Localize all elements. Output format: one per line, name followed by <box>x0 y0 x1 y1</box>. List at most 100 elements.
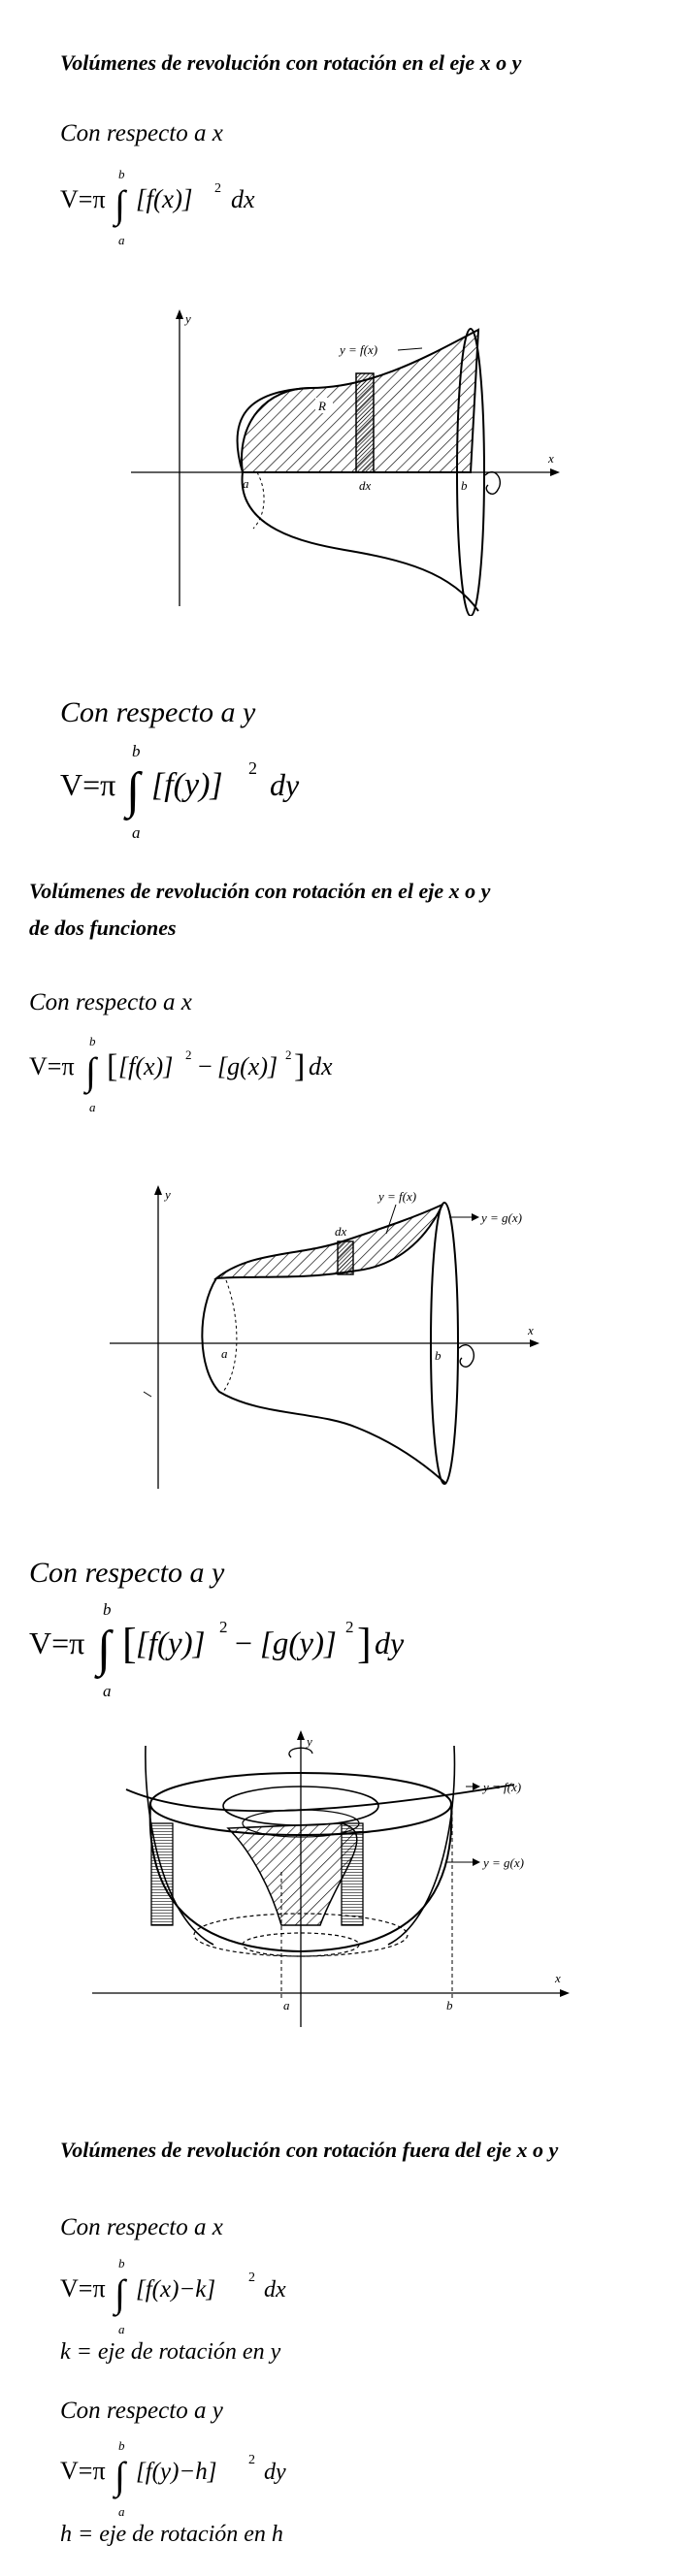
svg-text:2: 2 <box>248 2453 255 2467</box>
fx-label: y = f(x) <box>481 1780 521 1794</box>
formula-2-y: V=π ∫ b a [ [f(y)] 2 − [g(y)] 2 ] dy <box>29 1600 405 1700</box>
end-ellipse <box>430 1202 459 1485</box>
svg-text:a: a <box>89 1100 96 1114</box>
svg-text:V=π: V=π <box>60 2274 106 2302</box>
svg-text:[g(y)]: [g(y)] <box>260 1626 337 1661</box>
region-label: R <box>317 399 326 413</box>
dx-label: dx <box>335 1224 347 1239</box>
y-axis-arrow-icon <box>154 1185 162 1195</box>
x-axis-arrow-icon <box>550 468 560 476</box>
svg-text:dy: dy <box>375 1626 405 1660</box>
svg-text:[f(x)−k]: [f(x)−k] <box>136 2276 215 2302</box>
gx-label: y = g(x) <box>481 1855 524 1870</box>
solid-lower-outline <box>241 471 479 612</box>
svg-text:[f(x)]: [f(x)] <box>118 1052 173 1080</box>
svg-text:2: 2 <box>219 1618 228 1636</box>
svg-text:a: a <box>103 1682 112 1700</box>
svg-text:b: b <box>132 742 141 760</box>
fx-curve <box>125 1784 515 1813</box>
gx-label: y = g(x) <box>479 1210 522 1225</box>
rotation-arrow-icon <box>484 471 502 495</box>
svg-text:dy: dy <box>270 767 300 802</box>
b-label: b <box>435 1348 442 1363</box>
y-axis-arrow-icon <box>297 1730 305 1740</box>
svg-text:∫: ∫ <box>112 2454 128 2499</box>
svg-text:b: b <box>118 167 125 181</box>
svg-text:[f(y)]: [f(y)] <box>151 767 223 803</box>
svg-text:[: [ <box>122 1620 137 1667</box>
svg-text:b: b <box>89 1034 96 1048</box>
svg-text:2: 2 <box>345 1618 354 1636</box>
figure-3-rotation-y: y x y = f(x) y = g(x) a b <box>87 1726 582 2032</box>
svg-text:b: b <box>118 2256 125 2270</box>
svg-text:V=π: V=π <box>60 185 106 213</box>
formula-3-y: V=π ∫ b a [f(y)−h] 2 dy <box>60 2438 286 2519</box>
formula-1-y: V=π ∫ b a [f(y)] 2 dy <box>60 742 300 842</box>
formula-3-x: V=π ∫ b a [f(x)−k] 2 dx <box>60 2256 286 2336</box>
svg-text:∫: ∫ <box>82 1049 99 1095</box>
rotation-arrow-icon <box>458 1344 475 1368</box>
formula-2-x: V=π ∫ b a [ [f(x)] 2 − [g(x)] 2 ] dx <box>29 1034 333 1114</box>
svg-text:V=π: V=π <box>29 1052 75 1080</box>
svg-text:−: − <box>198 1052 213 1080</box>
svg-text:a: a <box>118 2322 125 2336</box>
svg-text:b: b <box>118 2438 125 2453</box>
section3-note-x: k = eje de rotación en y <box>60 2339 281 2365</box>
svg-text:V=π: V=π <box>60 2457 106 2485</box>
fx-label: y = f(x) <box>376 1189 416 1204</box>
section1-subtitle-y: Con respecto a y <box>60 696 256 728</box>
svg-text:]: ] <box>357 1620 372 1667</box>
b-label: b <box>446 1998 453 2012</box>
svg-text:2: 2 <box>248 2270 255 2285</box>
x-axis-label: x <box>527 1323 534 1337</box>
section2-heading-line2: de dos funciones <box>29 916 177 940</box>
svg-text:[g(x)]: [g(x)] <box>217 1052 278 1080</box>
svg-text:∫: ∫ <box>123 763 143 821</box>
svg-text:dy: dy <box>264 2460 286 2485</box>
svg-text:a: a <box>132 823 141 842</box>
dx-label: dx <box>359 478 372 493</box>
svg-text:∫: ∫ <box>94 1622 114 1679</box>
dx-strip <box>355 372 375 473</box>
section3-heading: Volúmenes de revolución con rotación fue… <box>60 2138 559 2162</box>
y-axis-label: y <box>163 1187 171 1202</box>
section3-subtitle-y: Con respecto a y <box>60 2398 223 2424</box>
x-axis-arrow-icon <box>560 1989 570 1997</box>
svg-text:b: b <box>103 1600 112 1619</box>
hatched-region <box>226 1822 358 1926</box>
y-axis-label: y <box>183 311 191 326</box>
svg-text:[f(y)]: [f(y)] <box>136 1626 205 1661</box>
svg-text:[: [ <box>107 1048 117 1084</box>
section1-subtitle-x: Con respecto a x <box>60 120 223 146</box>
svg-text:2: 2 <box>285 1047 292 1062</box>
dx-strip <box>337 1240 354 1275</box>
svg-text:dx: dx <box>231 185 255 213</box>
region-between-curves <box>213 1202 445 1280</box>
figure-2-two-functions: y x y = g(x) y = f(x) dx a b <box>105 1174 551 1494</box>
svg-text:dx: dx <box>264 2277 286 2302</box>
a-label: a <box>243 476 249 491</box>
svg-text:V=π: V=π <box>29 1626 84 1660</box>
y-axis-label: y <box>305 1734 312 1749</box>
x-axis-label: x <box>554 1971 561 1985</box>
svg-text:[f(y)−h]: [f(y)−h] <box>136 2459 217 2485</box>
section2-heading-line1: Volúmenes de revolución con rotación en … <box>29 879 491 903</box>
y-axis-arrow-icon <box>176 309 183 319</box>
b-label: b <box>461 478 468 493</box>
figure-1-solid-of-revolution: y x R y = f(x) a dx b <box>121 296 568 616</box>
svg-text:a: a <box>118 2504 125 2519</box>
solid-outline <box>201 1277 447 1485</box>
section2-subtitle-x: Con respecto a x <box>29 989 192 1015</box>
section3-subtitle-x: Con respecto a x <box>60 2214 223 2240</box>
svg-text:−: − <box>235 1626 252 1660</box>
svg-text:dx: dx <box>309 1052 333 1080</box>
x-axis-arrow-icon <box>530 1339 540 1347</box>
svg-text:∫: ∫ <box>112 2271 128 2317</box>
x-axis-label: x <box>547 451 554 466</box>
end-ellipse <box>456 328 485 616</box>
svg-text:]: ] <box>294 1048 305 1084</box>
svg-text:2: 2 <box>185 1047 192 1062</box>
svg-text:V=π: V=π <box>60 767 115 802</box>
svg-text:[f(x)]: [f(x)] <box>136 184 192 213</box>
svg-text:2: 2 <box>248 758 257 778</box>
